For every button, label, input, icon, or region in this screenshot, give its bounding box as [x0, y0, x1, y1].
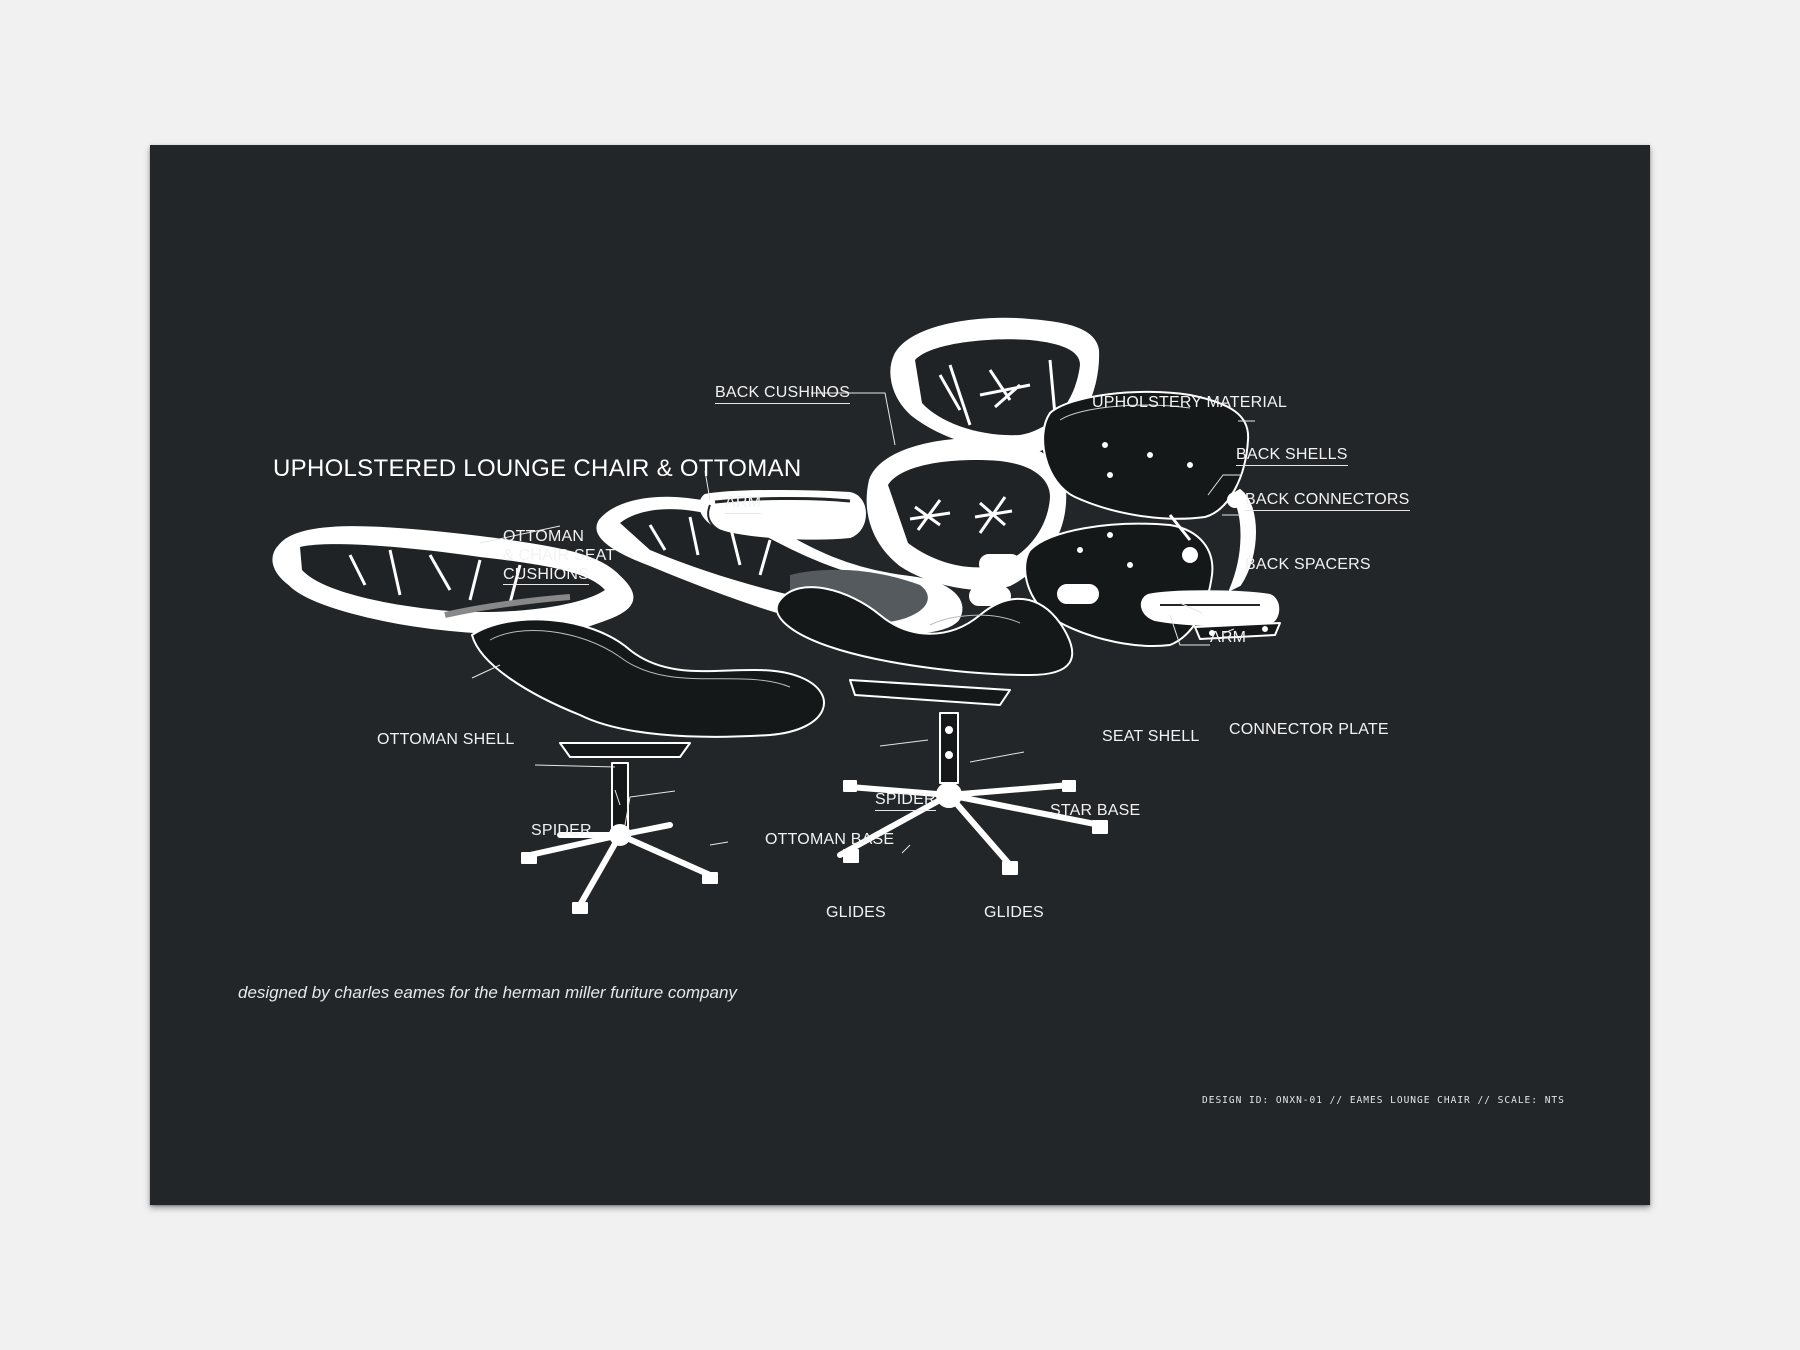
label-spider-right: SPIDER [875, 790, 936, 811]
label-arm-right: ARM [1210, 629, 1247, 646]
label-cushions-line1: OTTOMAN [503, 528, 585, 545]
ottoman-shell [471, 618, 825, 738]
label-back-cushinos: BACK CUSHINOS [715, 383, 851, 404]
left-arm [699, 489, 866, 540]
label-star-base: STAR BASE [1050, 802, 1141, 819]
label-ottoman-shell: OTTOMAN SHELL [377, 731, 515, 748]
label-upholstery-material: UPHOLSTERY MATERIAL [1092, 394, 1287, 411]
label-cushions: OTTOMAN & CHAIR SEAT CUSHIONS [503, 527, 615, 585]
ottoman-base [521, 742, 718, 914]
label-cushions-line2: & CHAIR SEAT [503, 547, 616, 564]
upper-back-shell [1042, 390, 1250, 520]
label-seat-shell: SEAT SHELL [1102, 728, 1200, 745]
back-connector [1168, 489, 1256, 591]
label-back-spacers: BACK SPACERS [1245, 556, 1371, 573]
label-arm-left: ARM [725, 493, 762, 514]
label-connector-plate: CONNECTOR PLATE [1229, 721, 1389, 738]
label-ottoman-base: OTTOMAN BASE [765, 831, 895, 848]
label-glides-right: GLIDES [984, 904, 1044, 921]
label-back-shells: BACK SHELLS [1236, 445, 1348, 466]
leader-lines [471, 392, 1255, 854]
seat-shell [775, 586, 1074, 676]
exploded-chair-illustration [272, 317, 1281, 914]
label-cushions-line3: CUSHIONS [503, 566, 590, 585]
label-back-connectors: BACK CONNECTORS [1245, 490, 1410, 511]
lower-back-cushion [866, 438, 1067, 590]
ottoman-cushion [272, 526, 634, 635]
label-spider-left: SPIDER [531, 822, 592, 839]
poster-title: UPHOLSTERED LOUNGE CHAIR & OTTOMAN [273, 455, 802, 482]
connector-plate [1194, 622, 1281, 640]
label-glides-left: GLIDES [826, 904, 886, 921]
right-arm [1140, 590, 1280, 627]
design-id: DESIGN ID: ONXN-01 // EAMES LOUNGE CHAIR… [1202, 1095, 1565, 1106]
chair-base [837, 679, 1108, 875]
upper-back-cushion [890, 317, 1100, 452]
poster-subtitle: designed by charles eames for the herman… [238, 983, 737, 1002]
blueprint-poster: UPHOLSTERED LOUNGE CHAIR & OTTOMAN BACK … [150, 145, 1650, 1205]
